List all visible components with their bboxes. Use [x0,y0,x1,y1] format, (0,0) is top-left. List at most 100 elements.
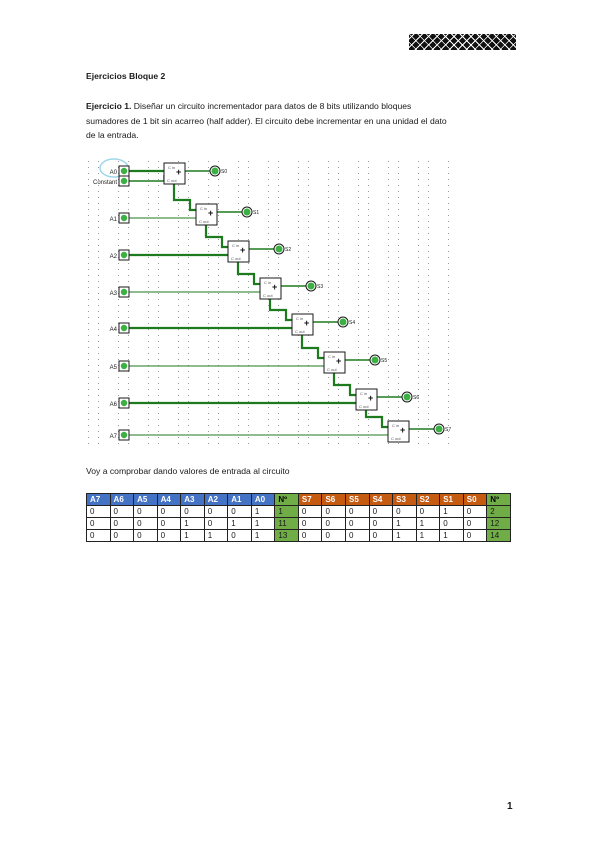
table-cell: 0 [156,529,182,542]
table-cell: 2 [486,505,511,518]
table-cell: 12 [486,517,511,530]
table-cell: 0 [203,517,229,530]
table-cell: 1 [203,529,229,542]
exercise-line-1: Diseñar un circuito incrementador para d… [133,101,412,111]
adder-carry-in-label: C in [200,206,207,211]
adder-plus-symbol: + [272,282,277,292]
output-pin-led [243,208,251,216]
table-cell: 1 [180,529,205,542]
table-cell: 0 [86,517,111,530]
half-adder-block [355,388,378,411]
table-cell: 0 [439,517,464,530]
page-number: 1 [507,801,513,812]
column-header-s0: S0 [462,493,488,506]
table-cell: 1 [227,517,252,530]
input-label: A3 [110,291,118,297]
table-cell: 0 [368,505,394,518]
table-cell: 0 [462,517,488,530]
input-label: A2 [110,254,118,260]
table-cell: 0 [368,529,394,542]
column-header-s2: S2 [415,493,441,506]
table-cell: 1 [250,517,276,530]
half-adder-block [291,313,314,336]
input-pin-led [120,214,128,222]
half-adder-block [259,277,282,300]
input-pin-led [120,167,128,175]
adder-carry-out-label: C out [167,178,177,183]
table-cell: 0 [297,517,323,530]
adder-carry-out-label: C out [263,293,273,298]
table-cell: 0 [109,505,135,518]
table-cell: 0 [392,505,417,518]
input-label: A1 [110,217,118,223]
input-pin-led [120,251,128,259]
table-cell: 1 [250,505,276,518]
table-cell: 0 [321,529,347,542]
adder-plus-symbol: + [400,425,405,435]
input-pin-led [120,362,128,370]
table-cell: 0 [345,505,370,518]
table-cell: 0 [297,505,323,518]
half-adder-block [163,162,186,185]
adder-carry-in-label: C in [328,354,335,359]
redacted-author-box [409,34,516,50]
input-pin-led [120,431,128,439]
table-cell: 0 [133,517,158,530]
table-cell: 0 [109,517,135,530]
table-cell: 13 [274,529,299,542]
output-pin-led [339,318,347,326]
column-header-a4: A4 [156,493,182,506]
half-adder-block [323,351,346,374]
adder-plus-symbol: + [208,208,213,218]
table-cell: 0 [345,517,370,530]
adder-carry-out-label: C out [295,329,305,334]
adder-carry-out-label: C out [231,256,241,261]
column-header-a3: A3 [180,493,205,506]
input-pin-led [120,399,128,407]
half-adder-block [227,240,250,263]
table-cell: 0 [133,505,158,518]
constant-pin-led [120,177,128,185]
input-pin-led [120,288,128,296]
output-pin-led [307,282,315,290]
half-adder-block [195,203,218,226]
carry-wire [204,225,228,249]
output-label: S7 [445,427,451,433]
table-cell: 0 [227,505,252,518]
output-label: S1 [253,210,259,216]
column-header-a1: A1 [227,493,252,506]
output-label: S6 [413,395,419,401]
output-label: S4 [349,320,355,326]
exercise-line-2: sumadores de 1 bit sin acarreo (half add… [86,115,447,126]
adder-carry-in-label: C in [264,280,271,285]
output-label: S3 [317,284,323,290]
column-header-input-number: Nº [274,493,299,506]
column-header-s6: S6 [321,493,347,506]
table-cell: 1 [392,529,417,542]
output-pin-led [275,245,283,253]
adder-carry-in-label: C in [360,391,367,396]
column-header-a5: A5 [133,493,158,506]
table-cell: 1 [439,505,464,518]
input-pin-led [120,324,128,332]
output-pin-led [211,167,219,175]
column-header-s1: S1 [439,493,464,506]
carry-wire [364,410,388,429]
exercise-line-3: de la entrada. [86,130,139,140]
table-cell: 0 [227,529,252,542]
input-label: A4 [110,327,118,333]
carry-wire [268,299,292,322]
table-cell: 0 [368,517,394,530]
adder-carry-in-label: C in [168,165,175,170]
document-title: Ejercicios Bloque 2 [86,71,166,81]
carry-wire [236,262,260,286]
adder-plus-symbol: + [304,318,309,328]
table-cell: 14 [486,529,511,542]
adder-plus-symbol: + [336,356,341,366]
adder-plus-symbol: + [368,393,373,403]
table-cell: 0 [462,505,488,518]
